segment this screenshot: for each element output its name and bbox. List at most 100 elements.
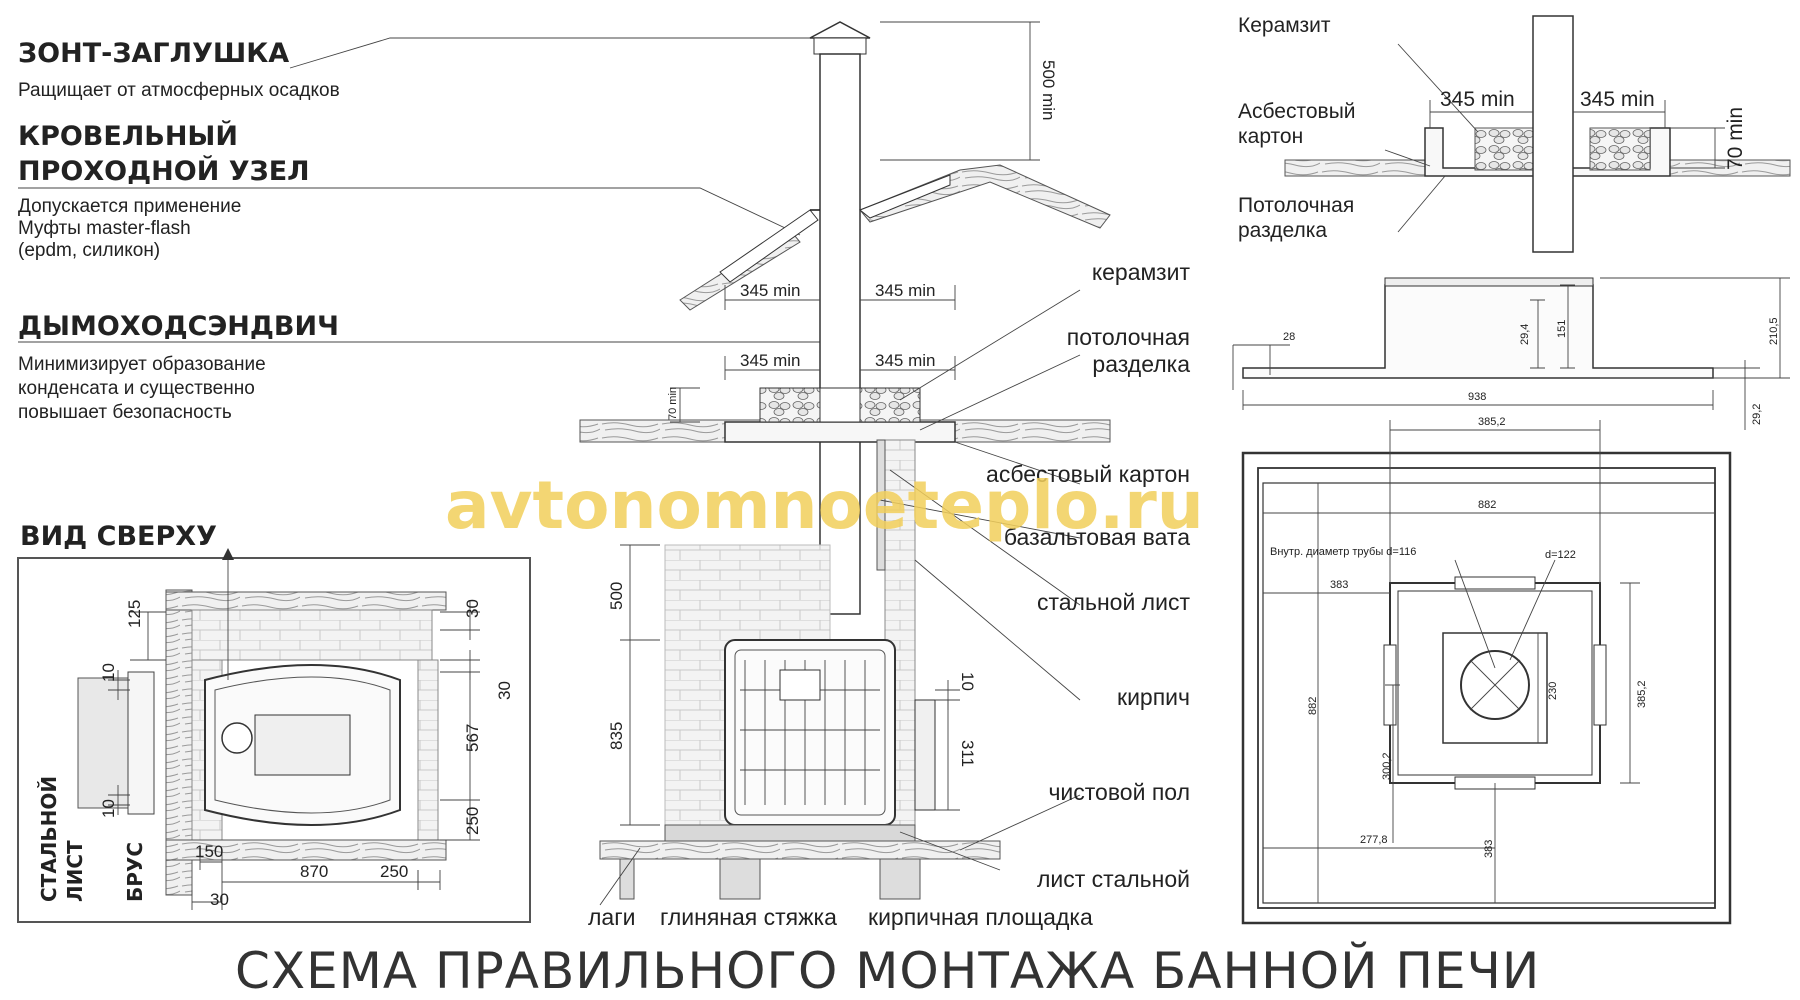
callout-brick: кирпич (1117, 684, 1190, 710)
detail-sep-2: разделка (1238, 219, 1327, 242)
label-steel-sheet-2: ЛИСТ (63, 840, 87, 902)
sec-dim-28 (1232, 344, 1290, 390)
section-top-rim (1384, 277, 1594, 287)
plan-dim-385-top (1389, 420, 1601, 583)
detail-asbestos-1: Асбестовый (1238, 100, 1356, 123)
top-view-title: ВИД СВЕРХУ (20, 521, 217, 552)
leader-steel-sheet (889, 469, 1081, 606)
top-view-drawing (77, 548, 480, 910)
dim-10a-line (108, 670, 130, 700)
roof-dim-lines (724, 285, 956, 310)
callout-steel-sheet: стальной лист (1037, 589, 1190, 615)
dim-835: 835 (607, 722, 626, 750)
dim-30b-line (440, 650, 480, 680)
dim-150-line (199, 850, 223, 870)
dim-345-ceiling-left: 345 min (740, 351, 800, 370)
plan-outer (1241, 451, 1732, 925)
td-250v: 250 (463, 807, 482, 835)
td-10b: 10 (99, 799, 118, 818)
dim-345-ceiling-right: 345 min (875, 351, 935, 370)
lag-2 (719, 858, 761, 900)
lag-3 (879, 858, 921, 900)
td-30a: 30 (463, 599, 482, 618)
cap-block: ЗОНТ-ЗАГЛУШКА Ращищает от атмосферных ос… (18, 38, 340, 101)
chimney-block: ДЫМОХОДСЭНДВИЧ Минимизирует образование … (18, 311, 339, 423)
pipe-through-ceiling (819, 387, 861, 423)
stove-grid-vertical (744, 660, 866, 805)
top-brick-wall (191, 609, 433, 661)
plan-d122: d=122 (1545, 549, 1576, 561)
chimney-desc-1: Минимизирует образование (18, 354, 266, 375)
plan-385-v: 385,2 (1636, 680, 1648, 708)
cap-leader (289, 37, 830, 69)
dim-70min-center: 70 min (667, 387, 679, 420)
label-brick-pad: кирпичная площадка (868, 904, 1093, 930)
cap-title: ЗОНТ-ЗАГЛУШКА (18, 38, 289, 69)
td-30b: 30 (495, 681, 514, 700)
dim-10-center: 10 (958, 672, 977, 691)
detail-keramzit-right (1589, 127, 1651, 171)
callout-asbestos: асбестовый картон (986, 461, 1190, 487)
plan-dim-300 (1385, 684, 1400, 843)
td-125: 125 (125, 600, 144, 628)
stove-elevation-inner (734, 649, 886, 816)
label-beam: БРУС (123, 842, 147, 902)
dim-30a-line (440, 600, 480, 640)
td-567: 567 (463, 724, 482, 752)
sec-dim-210-5 (1600, 277, 1790, 379)
sec-29-2: 29,2 (1751, 404, 1763, 425)
sec-dim-29-4 (1530, 299, 1545, 369)
page-title: СХЕМА ПРАВИЛЬНОГО МОНТАЖА БАННОЙ ПЕЧИ (235, 941, 1540, 1000)
stove-inner (214, 676, 391, 814)
plan-pipe-label: Внутр. диаметр трубы d=116 (1270, 546, 1416, 558)
callout-ceiling-sep-2: разделка (1092, 351, 1190, 377)
detail-dim-lines (1429, 100, 1666, 128)
chimney-pipe (819, 53, 861, 615)
callout-keramzit: керамзит (1092, 259, 1191, 285)
detail-leader-asbestos (1384, 149, 1431, 167)
center-elevation (579, 21, 1111, 906)
roof-node-desc-3: (epdm, силикон) (18, 240, 160, 261)
chimney-title: ДЫМОХОДСЭНДВИЧ (18, 311, 339, 342)
plan-383-v: 383 (1483, 840, 1495, 858)
plan-882-v: 882 (1307, 697, 1319, 715)
plan-383-h: 383 (1330, 579, 1348, 591)
side-brick-wall (417, 659, 439, 841)
roof-flashing-left (719, 209, 819, 283)
sec-dim-151 (1560, 284, 1575, 369)
plan-tab-right (1593, 644, 1607, 726)
dim-345-roof-left: 345 min (740, 281, 800, 300)
plan-882-h: 882 (1478, 499, 1496, 511)
detail-keramzit: Керамзит (1238, 14, 1331, 37)
detail-leader-keramzit (1397, 43, 1479, 133)
td-150: 150 (195, 842, 223, 861)
leader-asbestos (954, 441, 1081, 485)
dim-10-line (935, 680, 960, 710)
ceiling-separator (724, 421, 956, 443)
callout-finish-floor: чистовой пол (1048, 779, 1190, 805)
sec-dim-29-2 (1713, 360, 1760, 430)
dim-500min-line (880, 21, 1040, 161)
bottom-wood-strip (165, 839, 447, 861)
sec-210-5: 210,5 (1768, 317, 1780, 345)
roof-node-block: КРОВЕЛЬНЫЙ ПРОХОДНОЙ УЗЕЛ Допускается пр… (18, 120, 310, 261)
leader-keramzit (899, 289, 1081, 401)
leader-basalt (879, 499, 1081, 539)
stove-firebox (254, 714, 351, 776)
detail-dim-345-left: 345 min (1440, 88, 1515, 111)
callout-steel-sheet-2: лист стальной (1037, 866, 1190, 892)
detail-asbestos-2: картон (1238, 125, 1303, 148)
top-wood-strip (165, 591, 447, 611)
section-profile (1242, 284, 1714, 379)
stove-pipe-circle (221, 722, 253, 754)
td-870: 870 (300, 862, 328, 881)
stove-logo-plate (779, 669, 821, 701)
leader-ceiling-sep (919, 354, 1081, 431)
td-250h: 250 (380, 862, 408, 881)
ceiling-dim-lines (724, 356, 956, 380)
dim-10b-line (108, 785, 130, 815)
separator-section (1232, 277, 1790, 430)
stove-elevation (724, 639, 896, 826)
dim-70min-line (670, 387, 700, 423)
